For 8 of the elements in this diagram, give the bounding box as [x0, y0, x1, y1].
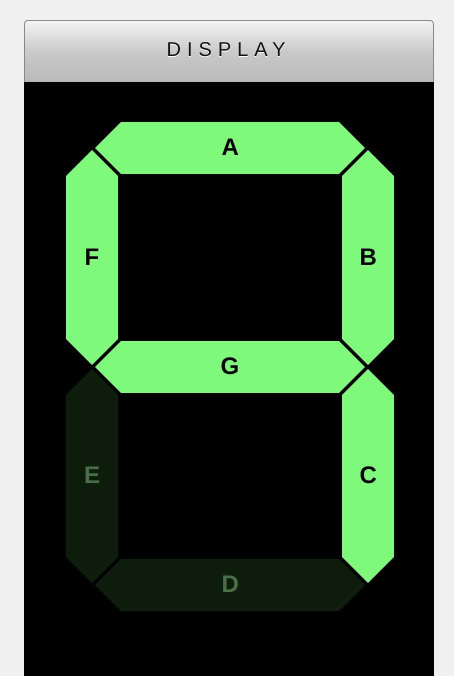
- segment-letter: E: [84, 464, 100, 488]
- segment-letter: F: [84, 246, 100, 270]
- segment-letter: A: [222, 136, 239, 160]
- segment-letter: C: [360, 464, 377, 488]
- segment-letter: B: [360, 246, 377, 270]
- segment-letter: D: [222, 573, 239, 597]
- segment-letter: G: [220, 355, 240, 379]
- display-title: DISPLAY: [166, 39, 292, 62]
